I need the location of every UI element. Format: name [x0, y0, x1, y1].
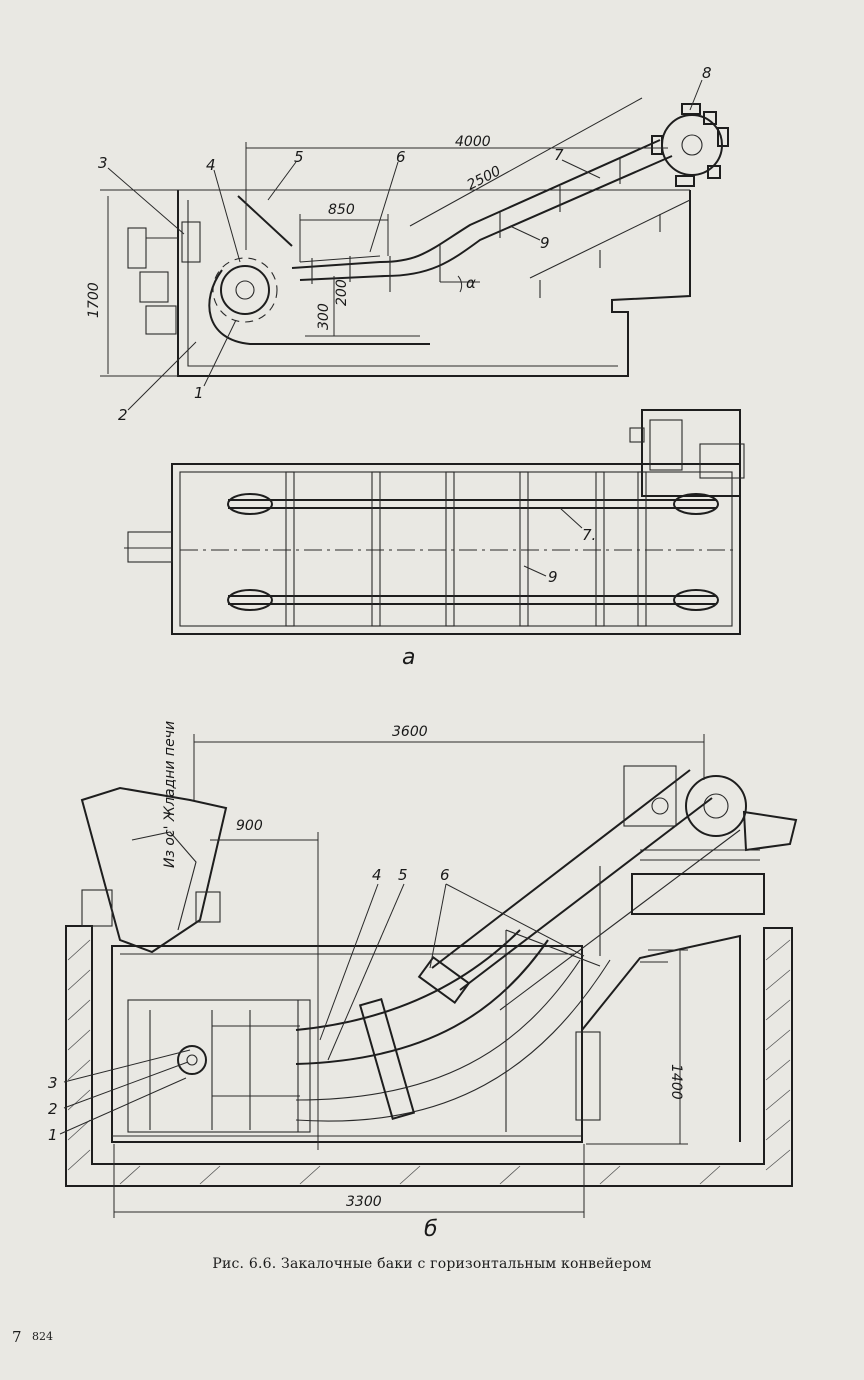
dim-3300: 3300: [346, 1194, 382, 1210]
label-8: 8: [702, 64, 712, 82]
inlet-text: Из ос' Жладни печи: [162, 721, 178, 868]
sublabel-a: а: [402, 645, 415, 670]
label-9: 9: [540, 234, 550, 252]
signature-mark: 824: [32, 1330, 53, 1343]
figure-b: 3600 900 1400 3300 Из ос' Жладни печи 3 …: [48, 721, 796, 1242]
dim-1400: 1400: [668, 1064, 684, 1100]
dim-300: 300: [316, 303, 332, 330]
b-label-3: 3: [48, 1074, 58, 1092]
dim-1700: 1700: [86, 282, 102, 318]
b-label-2: 2: [48, 1100, 58, 1118]
dim-900: 900: [236, 818, 263, 834]
dim-850: 850: [328, 202, 355, 218]
figure-a-plan: 7. 9 а: [124, 410, 744, 670]
angle-alpha: α: [466, 274, 476, 292]
label-5: 5: [294, 148, 304, 166]
page-number: 7: [12, 1328, 22, 1346]
dim-2500: 2500: [465, 163, 504, 193]
plan-label-7: 7.: [582, 526, 596, 544]
figure-a-section: 4000 2500 850 1700 300 200 α: [86, 64, 728, 424]
dim-4000: 4000: [455, 134, 491, 150]
label-4: 4: [206, 156, 216, 174]
b-label-5: 5: [398, 866, 408, 884]
label-3: 3: [98, 154, 108, 172]
label-2: 2: [118, 406, 128, 424]
dim-3600: 3600: [392, 724, 428, 740]
figure-caption: Рис. 6.6. Закалочные баки с горизонтальн…: [0, 1256, 864, 1272]
b-label-6: 6: [440, 866, 450, 884]
plan-label-9: 9: [548, 568, 558, 586]
sublabel-b: б: [424, 1217, 438, 1242]
b-label-4: 4: [372, 866, 382, 884]
dim-200: 200: [334, 279, 350, 306]
label-1: 1: [194, 384, 204, 402]
label-6: 6: [396, 148, 406, 166]
label-7: 7: [554, 146, 564, 164]
b-label-1: 1: [48, 1126, 58, 1144]
